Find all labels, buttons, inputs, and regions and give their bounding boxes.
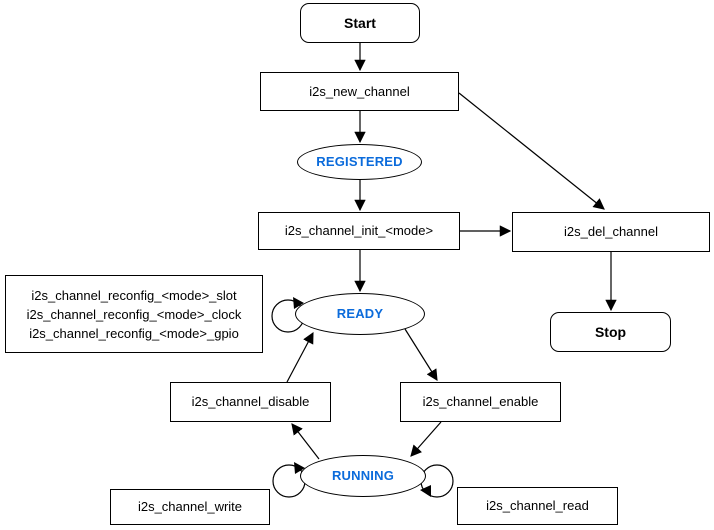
i2s-channel-init-node: i2s_channel_init_<mode> [258, 212, 460, 250]
self-loop-running-right [420, 464, 454, 498]
i2s-new-channel-node: i2s_new_channel [260, 72, 459, 111]
i2s-new-channel-label: i2s_new_channel [309, 83, 410, 99]
i2s-channel-reconfig-node: i2s_channel_reconfig_<mode>_slot i2s_cha… [5, 275, 263, 353]
i2s-channel-read-node: i2s_channel_read [457, 487, 618, 525]
i2s-channel-init-label: i2s_channel_init_<mode> [284, 223, 434, 239]
stop-node: Stop [550, 312, 671, 352]
i2s-channel-disable-node: i2s_channel_disable [170, 382, 331, 422]
start-label: Start [344, 14, 376, 31]
edge-disable-to-ready [286, 331, 314, 383]
i2s-channel-read-label: i2s_channel_read [486, 498, 589, 514]
self-loop-running-left [272, 464, 306, 498]
start-node: Start [300, 3, 420, 43]
i2s-channel-disable-label: i2s_channel_disable [191, 394, 310, 410]
edge-running-to-disable [291, 423, 320, 460]
i2s-channel-enable-node: i2s_channel_enable [400, 382, 561, 422]
ready-state-node: READY [295, 293, 425, 335]
i2s-channel-enable-label: i2s_channel_enable [422, 394, 539, 410]
i2s-channel-write-node: i2s_channel_write [110, 489, 270, 525]
reconfig-slot-label: i2s_channel_reconfig_<mode>_slot [31, 287, 237, 303]
edge-new-channel-to-del-channel [458, 92, 605, 210]
i2s-del-channel-node: i2s_del_channel [512, 212, 710, 252]
registered-state-node: REGISTERED [297, 144, 422, 180]
running-state-node: RUNNING [300, 455, 426, 497]
ready-state-label: READY [336, 306, 384, 322]
reconfig-clock-label: i2s_channel_reconfig_<mode>_clock [26, 306, 242, 322]
reconfig-gpio-label: i2s_channel_reconfig_<mode>_gpio [29, 325, 239, 341]
edge-ready-to-enable [404, 328, 438, 381]
i2s-del-channel-label: i2s_del_channel [564, 224, 658, 240]
i2s-channel-write-label: i2s_channel_write [137, 499, 243, 515]
edge-enable-to-running [410, 421, 442, 457]
self-loop-running-right-arrowhead [420, 485, 431, 497]
running-state-label: RUNNING [331, 468, 395, 484]
registered-state-label: REGISTERED [316, 154, 403, 170]
stop-label: Stop [594, 323, 627, 340]
